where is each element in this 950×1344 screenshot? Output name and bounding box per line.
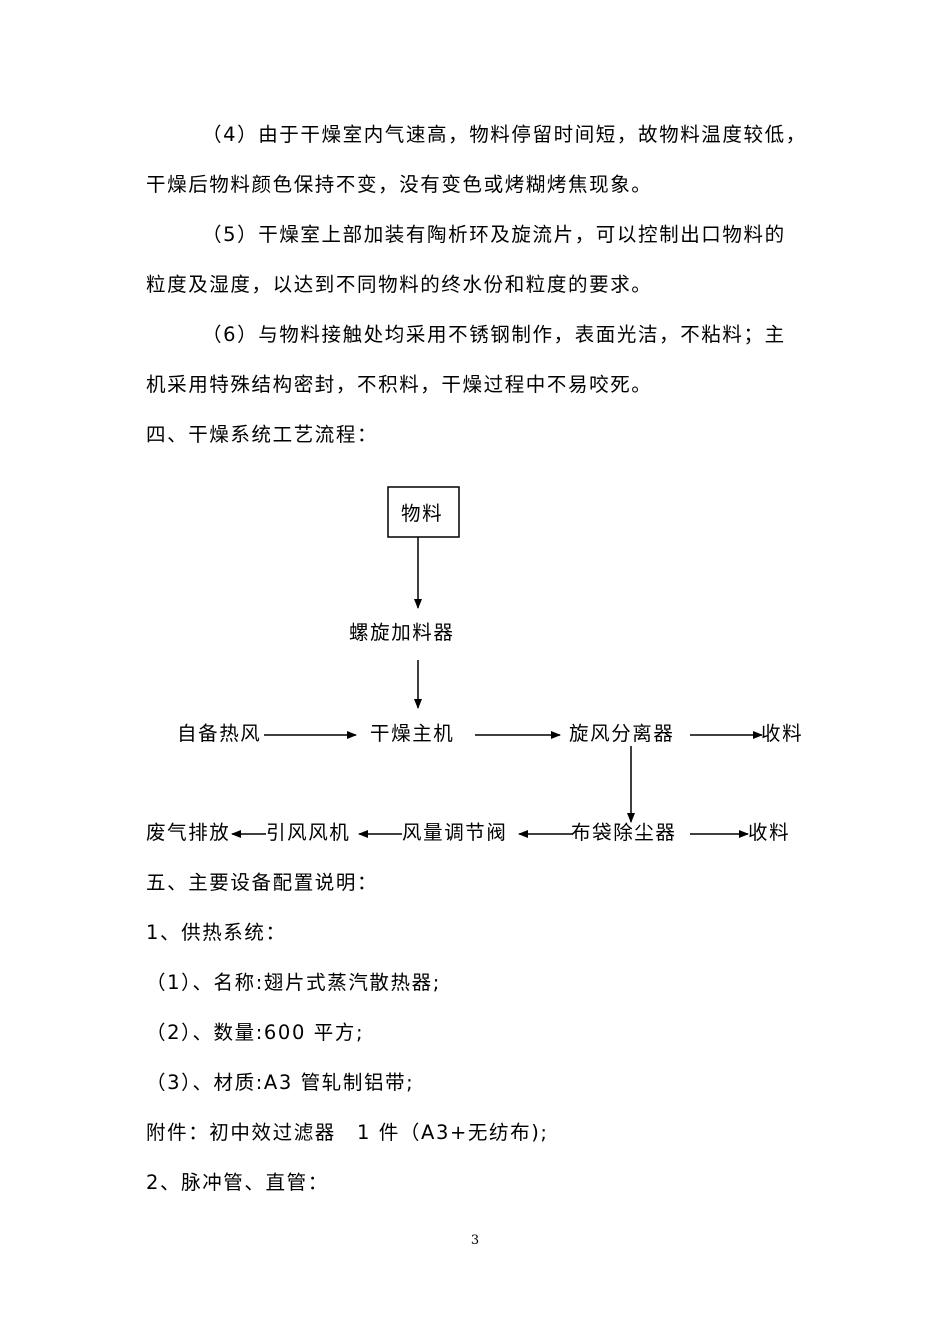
paragraph-5-line-2: 粒度及湿度，以达到不同物料的终水份和粒度的要求。 [146, 273, 653, 296]
heat-system-heading: 1、供热系统： [146, 921, 287, 944]
flow-collect-1-label: 收料 [761, 722, 804, 745]
flow-hot-air-label: 自备热风 [177, 722, 262, 745]
paragraph-4-line-2: 干燥后物料颜色保持不变，没有变色或烤糊烤焦现象。 [146, 173, 653, 196]
page-number: 3 [470, 1233, 480, 1248]
section-4-heading: 四、干燥系统工艺流程： [146, 423, 379, 446]
heat-system-name: （1）、名称:翅片式蒸汽散热器; [146, 971, 441, 994]
pulse-pipe-heading: 2、脉冲管、直管： [146, 1171, 329, 1194]
flow-screw-feeder-label: 螺旋加料器 [349, 621, 455, 644]
flow-exhaust-label: 废气排放 [146, 821, 231, 844]
paragraph-6-line-2: 机采用特殊结构密封，不积料，干燥过程中不易咬死。 [146, 373, 653, 396]
heat-system-quantity: （2）、数量:600 平方; [146, 1021, 365, 1044]
paragraph-5-line-1: （5）干燥室上部加装有陶析环及旋流片，可以控制出口物料的 [202, 223, 786, 246]
flow-collect-2-label: 收料 [748, 821, 791, 844]
paragraph-6-line-1: （6）与物料接触处均采用不锈钢制作，表面光洁，不粘料；主 [202, 323, 786, 346]
flow-damper-label: 风量调节阀 [402, 821, 508, 844]
flow-bag-filter-label: 布袋除尘器 [571, 821, 677, 844]
paragraph-4-line-1: （4）由于干燥室内气速高，物料停留时间短，故物料温度较低， [202, 123, 807, 146]
material-box [387, 486, 460, 538]
process-flowchart [231, 486, 763, 838]
flow-material-label: 物料 [401, 502, 444, 525]
flow-dryer-main-label: 干燥主机 [370, 722, 455, 745]
heat-system-accessory: 附件：初中效过滤器 1 件（A3+无纺布); [146, 1121, 549, 1144]
flow-induced-fan-label: 引风风机 [266, 821, 351, 844]
flow-cyclone-label: 旋风分离器 [569, 722, 675, 745]
section-5-heading: 五、主要设备配置说明： [146, 871, 379, 894]
heat-system-material: （3）、材质:A3 管轧制铝带; [146, 1071, 415, 1094]
